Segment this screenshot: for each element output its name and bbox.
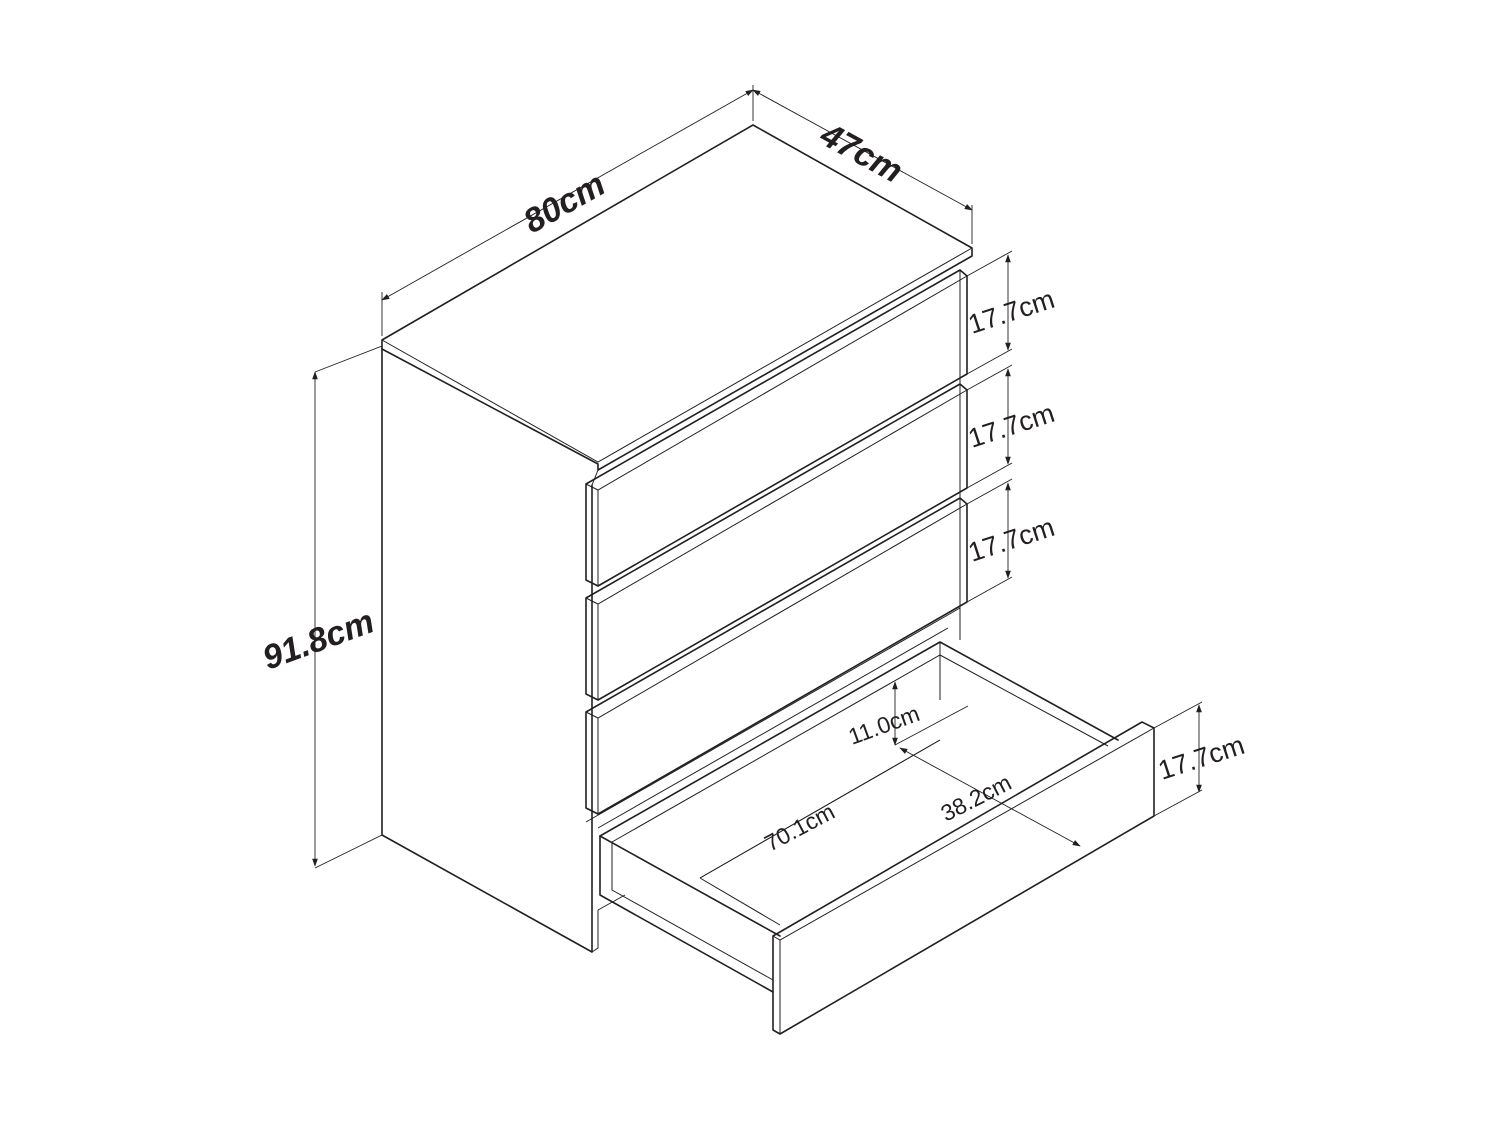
- dimension-drawer-1: [966, 250, 1013, 375]
- drawer-front-3: [585, 497, 968, 815]
- drawer-2-height-label: 17.7cm: [965, 398, 1058, 454]
- width-label: 80cm: [517, 165, 611, 241]
- open-drawer-height-label: 17.7cm: [1155, 730, 1248, 786]
- height-label: 91.8cm: [258, 602, 379, 677]
- dresser-body: [381, 124, 973, 953]
- inner-width-label: 70.1cm: [760, 798, 839, 856]
- dimension-depth: [752, 89, 973, 244]
- dimension-open-drawer: [1153, 701, 1203, 817]
- side-panel: [381, 348, 593, 953]
- drawer-front-1: [585, 269, 968, 587]
- depth-label: 47cm: [813, 115, 908, 190]
- open-drawer-front: [772, 721, 1155, 1035]
- drawer-3-height-label: 17.7cm: [965, 512, 1058, 568]
- drawer-1-height-label: 17.7cm: [965, 284, 1058, 340]
- dimension-height: [312, 345, 383, 869]
- drawer-front-2: [585, 383, 968, 701]
- open-drawer: [599, 641, 1155, 1035]
- dimension-inner-height: [892, 681, 969, 746]
- dimension-inner-depth: [899, 747, 1081, 847]
- inner-height-label: 11.0cm: [845, 700, 923, 750]
- dimension-inner-width: [699, 739, 941, 879]
- dimension-drawer-3: [966, 478, 1013, 603]
- dimension-drawer-2: [966, 364, 1013, 489]
